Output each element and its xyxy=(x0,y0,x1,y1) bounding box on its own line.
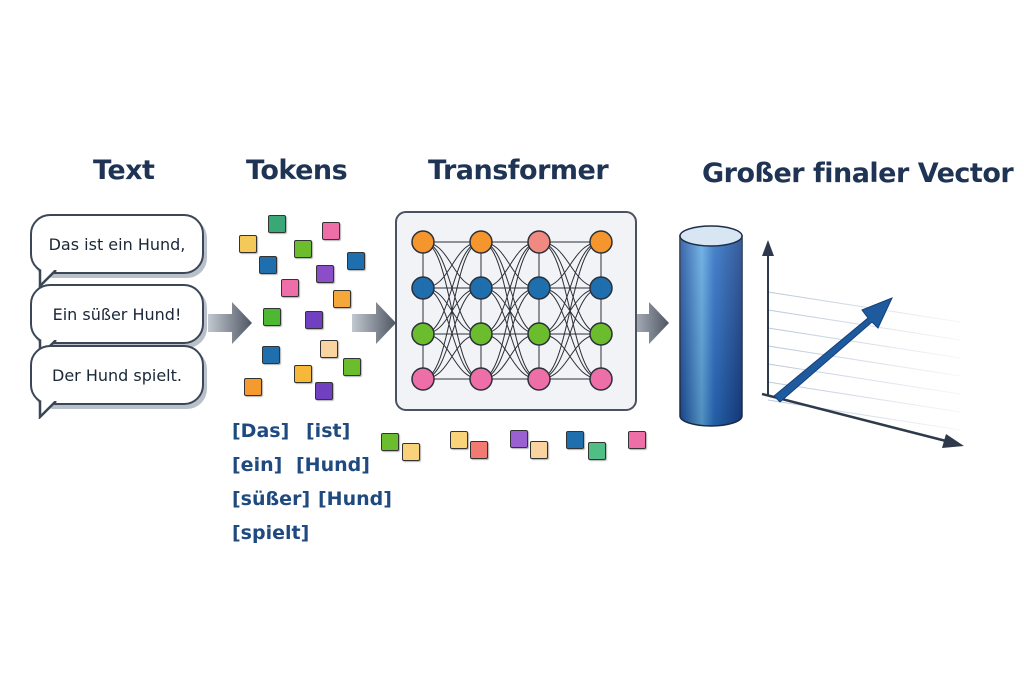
token-label: [ist] xyxy=(306,420,351,442)
transformer-node xyxy=(411,322,435,346)
sentence-text: Ein süßer Hund! xyxy=(52,304,182,324)
transformer-node xyxy=(411,230,435,254)
token-square xyxy=(262,346,280,364)
sentence-bubble: Ein süßer Hund! xyxy=(30,284,204,358)
plot-grid xyxy=(767,276,961,436)
bubble-tail-icon xyxy=(38,401,57,419)
transformer-node xyxy=(589,276,613,300)
transformer-node xyxy=(469,230,493,254)
flow-arrow-icon xyxy=(208,302,252,344)
flow-arrow-icon xyxy=(625,302,669,344)
sentence-bubble: Das ist ein Hund, xyxy=(30,214,204,288)
x-axis-arrow-icon xyxy=(942,434,964,448)
transformer-node xyxy=(527,367,551,391)
output-token-square xyxy=(628,431,646,449)
token-square xyxy=(315,382,333,400)
flow-arrow-icon xyxy=(352,302,396,344)
heading-vector: Großer finaler Vector xyxy=(702,158,1014,189)
vector-cylinder-icon xyxy=(679,225,743,427)
transformer-node xyxy=(411,367,435,391)
token-square xyxy=(333,290,351,308)
vector-arrow-icon xyxy=(773,297,893,403)
token-label: [spielt] xyxy=(232,522,310,544)
token-square xyxy=(305,311,323,329)
transformer-node xyxy=(527,322,551,346)
heading-transformer: Transformer xyxy=(428,155,609,186)
token-square xyxy=(294,240,312,258)
output-token-square xyxy=(450,431,468,449)
token-square xyxy=(244,378,262,396)
token-label: [Hund] xyxy=(296,454,370,476)
token-label: [ein] xyxy=(232,454,283,476)
token-label: [süßer] xyxy=(232,488,311,510)
transformer-node xyxy=(527,276,551,300)
token-label: [Hund] xyxy=(318,488,392,510)
output-token-square xyxy=(510,430,528,448)
token-square xyxy=(294,365,312,383)
y-axis-arrow-icon xyxy=(762,240,774,256)
heading-tokens: Tokens xyxy=(246,155,348,186)
output-token-square xyxy=(381,433,399,451)
token-square xyxy=(322,222,340,240)
transformer-node xyxy=(589,230,613,254)
output-token-square xyxy=(530,441,548,459)
sentence-text: Der Hund spielt. xyxy=(52,365,182,385)
x-axis xyxy=(761,392,951,444)
transformer-node xyxy=(411,276,435,300)
token-square xyxy=(343,358,361,376)
token-square xyxy=(239,235,257,253)
vector-plot xyxy=(761,240,964,448)
transformer-node xyxy=(527,230,551,254)
heading-text: Text xyxy=(93,155,155,186)
output-token-square xyxy=(566,431,584,449)
token-square xyxy=(259,256,277,274)
token-square xyxy=(347,252,365,270)
transformer-network xyxy=(395,211,637,411)
token-square xyxy=(281,279,299,297)
output-token-square xyxy=(470,441,488,459)
token-square xyxy=(263,308,281,326)
output-token-square xyxy=(402,443,420,461)
sentence-bubble: Der Hund spielt. xyxy=(30,345,204,419)
transformer-node xyxy=(589,367,613,391)
token-square xyxy=(268,215,286,233)
transformer-box xyxy=(395,211,637,411)
transformer-node xyxy=(469,322,493,346)
transformer-node xyxy=(589,322,613,346)
output-token-square xyxy=(588,442,606,460)
transformer-node xyxy=(469,276,493,300)
transformer-node xyxy=(469,367,493,391)
token-label: [Das] xyxy=(232,420,290,442)
sentence-text: Das ist ein Hund, xyxy=(48,234,186,254)
token-square xyxy=(316,265,334,283)
token-square xyxy=(320,340,338,358)
